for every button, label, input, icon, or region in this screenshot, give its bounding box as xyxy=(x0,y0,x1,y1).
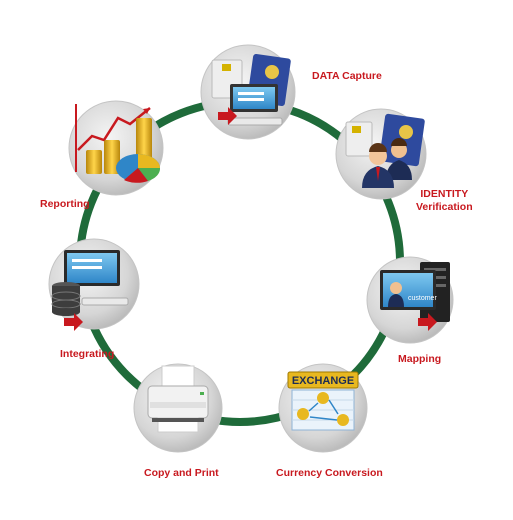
node-data-capture xyxy=(200,44,296,140)
exchange-sign-text: EXCHANGE xyxy=(292,375,354,387)
computer-and-id-card-icon xyxy=(211,53,291,126)
node-integrating xyxy=(48,238,140,331)
node-copy-and-print xyxy=(133,363,223,453)
exchange-board-icon: EXCHANGE xyxy=(287,371,359,431)
node-currency-conversion: EXCHANGE xyxy=(278,363,368,453)
label-data-capture: DATA Capture xyxy=(312,70,382,82)
label-currency-conversion: Currency Conversion xyxy=(276,467,383,479)
mapping-screen-text: customer xyxy=(408,295,437,302)
two-businessmen-with-id-card-icon xyxy=(345,113,425,188)
node-reporting xyxy=(68,100,164,196)
label-identity-line1: IDENTITY xyxy=(420,188,469,200)
node-mapping: customer xyxy=(366,256,454,344)
label-integrating: Integrating xyxy=(60,348,115,360)
label-copy-and-print: Copy and Print xyxy=(144,467,219,479)
coins-chart-and-pie-icon xyxy=(75,104,161,183)
database-and-computer-icon xyxy=(51,250,129,331)
label-mapping: Mapping xyxy=(398,353,442,365)
customer-on-screen-icon: customer xyxy=(380,262,450,331)
printer-icon xyxy=(147,365,209,433)
label-reporting: Reporting xyxy=(40,198,90,210)
label-identity-line2: Verification xyxy=(416,201,473,213)
node-identity-verification xyxy=(335,108,427,200)
label-identity-verification: IDENTITY Verification xyxy=(416,188,473,214)
